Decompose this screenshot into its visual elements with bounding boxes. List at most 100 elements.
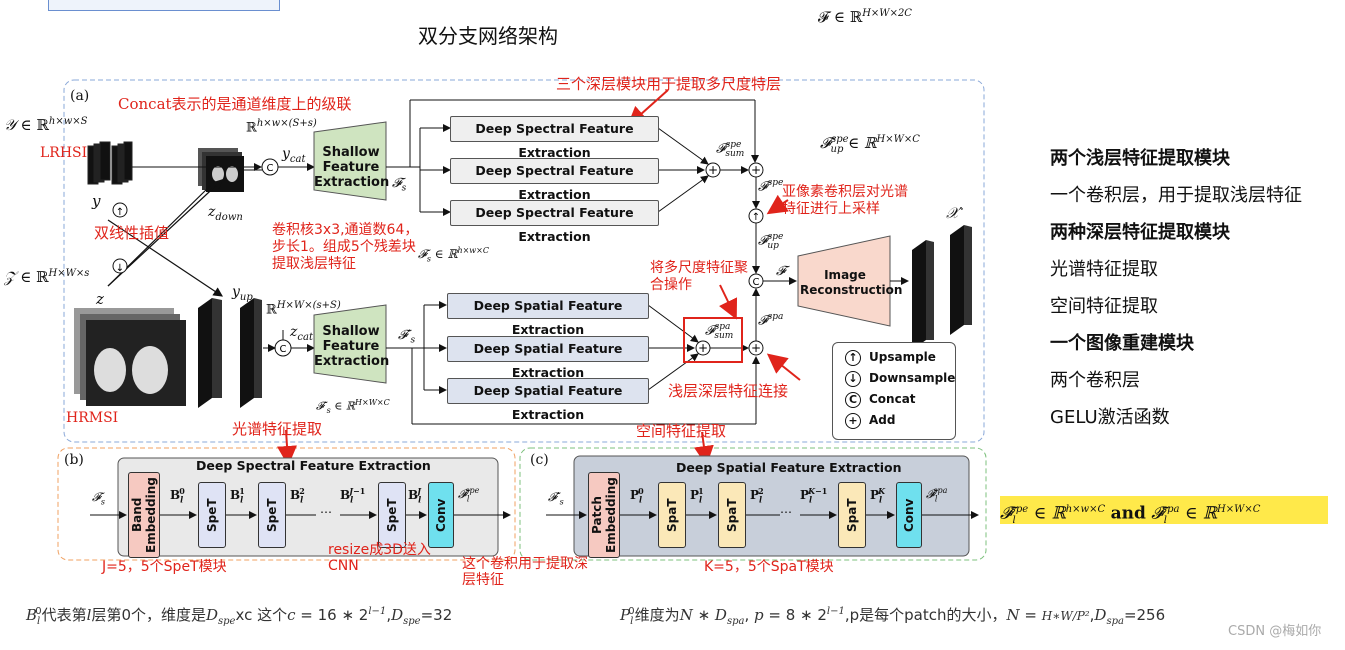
side-note-1: 一个卷积层，用于提取浅层特征 bbox=[1050, 185, 1302, 206]
svg-text:+: + bbox=[708, 163, 718, 177]
fs-dim: 𝓕s ∈ ℝh×w×C bbox=[418, 246, 489, 264]
top-formula: 𝓕 ∈ ℝH×W×2C bbox=[818, 8, 912, 26]
panel-c-label: (c) bbox=[530, 452, 549, 468]
spet-label-3: SpeT bbox=[385, 498, 399, 532]
side-notes: 两个浅层特征提取模块 一个卷积层，用于提取浅层特征 两种深层特征提取模块 光谱特… bbox=[1050, 144, 1342, 440]
svg-text:+: + bbox=[698, 341, 708, 355]
conv-block-b: Conv bbox=[428, 482, 454, 548]
legend-concat-label: Concat bbox=[869, 392, 916, 406]
output-cube bbox=[912, 225, 972, 350]
image-recon-block bbox=[797, 235, 891, 327]
spat-block-1: SpaT bbox=[658, 482, 686, 548]
y-cat-label: ycat bbox=[282, 146, 306, 165]
fs-label: 𝓕s bbox=[392, 176, 407, 194]
spat-block-3: SpaT bbox=[838, 482, 866, 548]
panel-c-title: Deep Spatial Feature Extraction bbox=[676, 460, 902, 475]
panel-a-label: (a) bbox=[70, 88, 90, 104]
spat-label-3: SpaT bbox=[845, 498, 859, 532]
p-label-1: Pl1 bbox=[690, 486, 704, 505]
hrmsi-formula: 𝒵 ∈ ℝH×W×s bbox=[4, 268, 90, 286]
f-sum-spa: 𝓕spasum bbox=[705, 322, 734, 341]
panel-b-label: (b) bbox=[64, 452, 84, 468]
deep-spatial-box-1: Deep Spatial Feature Extraction bbox=[447, 293, 649, 337]
svg-text:↑: ↑ bbox=[116, 207, 124, 218]
band-embedding-label: Band Embedding bbox=[130, 477, 158, 553]
hrmsi-images bbox=[74, 308, 186, 406]
fs-prime-label: 𝓕′s bbox=[398, 328, 416, 346]
svg-text:C: C bbox=[280, 344, 287, 355]
concat-note: Concat表示的是通道维度上的级联 bbox=[118, 95, 352, 113]
b-ellipsis: … bbox=[320, 502, 332, 516]
b-label-2: Bl2 bbox=[290, 486, 305, 505]
p-label-2: Pl2 bbox=[750, 486, 764, 505]
b-label-0: Bl0 bbox=[170, 486, 185, 505]
b-label-jm1: BlJ−1 bbox=[340, 486, 366, 505]
side-note-7: GELU激活函数 bbox=[1050, 407, 1170, 428]
z-down-label: zdown bbox=[208, 204, 243, 223]
panel-c-border bbox=[519, 447, 987, 561]
top-strip bbox=[48, 0, 280, 11]
deep-spatial-box-2: Deep Spatial Feature Extraction bbox=[447, 336, 649, 380]
spatial-extract-note: 空间特征提取 bbox=[636, 422, 727, 440]
lrhsi-label: LRHSI bbox=[40, 145, 88, 161]
spectral-extract-note: 光谱特征提取 bbox=[232, 420, 323, 438]
spat-label-2: SpaT bbox=[725, 498, 739, 532]
legend-downsample: ↓ Downsample bbox=[833, 368, 955, 389]
legend-downsample-label: Downsample bbox=[869, 371, 956, 385]
upsample-icon: ↑ bbox=[845, 350, 861, 366]
deep-modules-note: 三个深层模块用于提取多尺度特层 bbox=[556, 75, 782, 93]
patch-embedding-label: Patch Embedding bbox=[590, 477, 618, 553]
panel-a-border bbox=[63, 79, 985, 443]
lrhsi-cube bbox=[87, 141, 133, 185]
cat-bot-dim: ℝH×W×(s+S) bbox=[266, 300, 341, 318]
conv-block-c: Conv bbox=[896, 482, 922, 548]
legend-add: +Add bbox=[833, 410, 955, 431]
page-title: 双分支网络架构 bbox=[418, 24, 558, 48]
legend-add-label: Add bbox=[869, 413, 896, 427]
f-spe: 𝓕spe bbox=[758, 178, 784, 195]
legend-upsample: ↑Upsample bbox=[833, 347, 955, 368]
conv-note: 卷积核3x3,通道数64，步长1。组成5个残差块提取浅层特征 bbox=[272, 222, 419, 272]
downsample-icon: ↓ bbox=[845, 371, 861, 387]
conv-label-c: Conv bbox=[902, 498, 916, 532]
side-note-5: 一个图像重建模块 bbox=[1050, 333, 1194, 354]
spet-block-3: SpeT bbox=[378, 482, 406, 548]
multi-scale-note: 将多尺度特征聚合操作 bbox=[650, 260, 748, 293]
x-prime-label: 𝒳′ bbox=[946, 204, 963, 222]
output-formula: 𝓕lspe ∈ ℝh×w×C and 𝓕lspa ∈ ℝH×W×C bbox=[1000, 496, 1328, 526]
lrhsi-formula: 𝒴 ∈ ℝh×w×S bbox=[4, 116, 88, 134]
concat-icon: C bbox=[845, 392, 861, 408]
footer-left: Bl0代表第l层第0个，维度是Dspexc 这个c = 16 ∗ 2l−1,Ds… bbox=[26, 606, 453, 627]
z-cat-label: zcat bbox=[290, 324, 313, 343]
watermark: CSDN @梅如你 bbox=[1228, 624, 1322, 639]
p-ellipsis: … bbox=[780, 502, 792, 516]
fl-spa: 𝓕lspa bbox=[926, 486, 948, 504]
p-label-km1: PlK−1 bbox=[800, 486, 828, 505]
spet-label-2: SpeT bbox=[265, 498, 279, 532]
legend: ↑Upsample ↓ Downsample C Concat +Add bbox=[832, 342, 956, 440]
shallow-deep-note: 浅层深层特征连接 bbox=[668, 382, 789, 400]
fl-spe: 𝓕lspe bbox=[458, 486, 480, 504]
patch-embedding-block: Patch Embedding bbox=[588, 472, 620, 558]
spet-block-2: SpeT bbox=[258, 482, 286, 548]
svg-text:+: + bbox=[751, 163, 761, 177]
z-label: 𝑧 bbox=[96, 290, 104, 308]
f-sum-spe: 𝓕spesum bbox=[716, 140, 745, 159]
b-label-1: Bl1 bbox=[230, 486, 245, 505]
fs-input-b: 𝓕s bbox=[92, 490, 105, 507]
fs-prime-input-c: 𝓕′s bbox=[548, 490, 564, 507]
side-note-3: 光谱特征提取 bbox=[1050, 259, 1158, 280]
y-up-cube bbox=[198, 298, 262, 408]
y-up-label: yup bbox=[232, 284, 253, 303]
svg-text:↓: ↓ bbox=[116, 263, 124, 274]
p-label-0: Pl0 bbox=[630, 486, 644, 505]
j5-note: J=5，5个SpeT模块 bbox=[102, 559, 227, 575]
deep-spectral-box-1: Deep Spectral Feature Extraction bbox=[450, 116, 659, 160]
deep-spatial-box-3: Deep Spatial Feature Extraction bbox=[447, 378, 649, 422]
band-embedding-block: Band Embedding bbox=[128, 472, 160, 558]
f-label: 𝓕 bbox=[776, 264, 786, 279]
svg-text:+: + bbox=[751, 341, 761, 355]
spet-label-1: SpeT bbox=[205, 498, 219, 532]
hrmsi-label: HRMSI bbox=[66, 410, 119, 426]
